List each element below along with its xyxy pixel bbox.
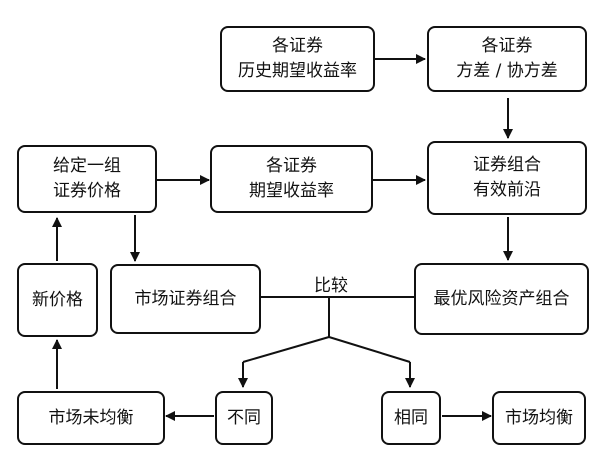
branch-to-different — [242, 336, 330, 363]
node-variance-covariance-line2: 方差 / 协方差 — [456, 61, 558, 81]
node-market-disequilibrium-label: 市场未均衡 — [48, 407, 134, 428]
node-market-disequilibrium: 市场未均衡 — [17, 391, 165, 445]
node-new-price: 新价格 — [17, 263, 98, 337]
node-historical-expected-return-line2: 历史期望收益率 — [238, 61, 357, 81]
node-given-security-prices-line2: 证券价格 — [53, 181, 121, 201]
node-same: 相同 — [381, 391, 441, 445]
node-historical-expected-return: 各证券 历史期望收益率 — [220, 26, 375, 92]
node-optimal-risky-portfolio: 最优风险资产组合 — [414, 263, 589, 335]
node-market-portfolio-label: 市场证券组合 — [134, 288, 237, 309]
node-given-security-prices-line1: 给定一组 — [53, 156, 121, 176]
node-new-price-label: 新价格 — [32, 289, 83, 310]
node-given-security-prices: 给定一组 证券价格 — [17, 145, 157, 213]
node-same-label: 相同 — [394, 407, 428, 428]
node-expected-return-line1: 各证券 — [266, 156, 317, 176]
node-historical-expected-return-line1: 各证券 — [272, 36, 323, 56]
node-efficient-frontier: 证券组合 有效前沿 — [427, 141, 587, 215]
node-efficient-frontier-line1: 证券组合 — [473, 155, 541, 175]
node-different: 不同 — [215, 391, 273, 445]
node-variance-covariance: 各证券 方差 / 协方差 — [427, 26, 587, 92]
node-market-equilibrium: 市场均衡 — [492, 391, 586, 445]
node-market-equilibrium-label: 市场均衡 — [505, 407, 573, 428]
branch-to-same — [328, 336, 411, 363]
node-efficient-frontier-line2: 有效前沿 — [473, 180, 541, 200]
node-market-portfolio: 市场证券组合 — [110, 264, 261, 334]
node-different-label: 不同 — [227, 407, 261, 428]
node-variance-covariance-line1: 各证券 — [481, 36, 533, 56]
node-expected-return: 各证券 期望收益率 — [210, 145, 373, 213]
compare-label: 比较 — [314, 276, 348, 296]
node-expected-return-line2: 期望收益率 — [249, 181, 334, 201]
node-optimal-risky-portfolio-label: 最优风险资产组合 — [433, 288, 570, 309]
